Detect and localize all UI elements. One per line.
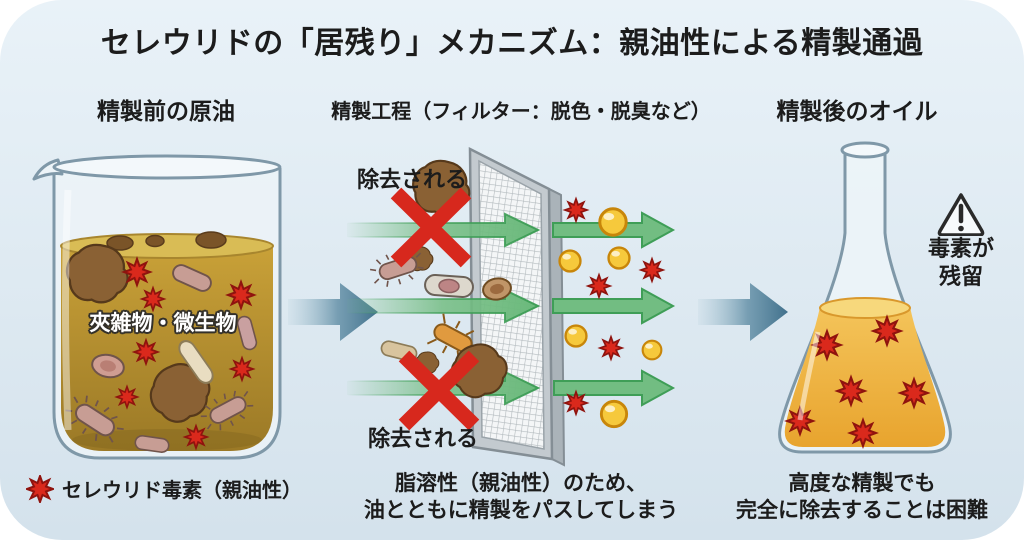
removed-label-bottom: 除去される	[368, 427, 479, 452]
legend-toxin-label: セレウリド毒素（親油性）	[62, 478, 302, 502]
warning-text-line2: 残留	[938, 265, 983, 290]
flow-arrow-icon	[698, 283, 788, 341]
oil-droplet-icon	[558, 249, 582, 273]
flask-rim	[840, 141, 890, 159]
toxin-star-icon	[849, 419, 877, 447]
beaker-crude-oil	[32, 154, 282, 460]
toxin-star-icon	[115, 385, 139, 409]
process-caption-line2: 油とともに精製をパスしてしまう	[363, 498, 679, 522]
pass-arrow-icon	[346, 211, 676, 407]
header-before-refining: 精製前の原油	[97, 99, 235, 125]
warning-triangle-icon	[937, 193, 985, 236]
result-caption-line2: 完全に除去することは困難	[736, 498, 988, 522]
oil-droplet-icon	[607, 246, 631, 270]
blocked-x-icon	[398, 350, 480, 431]
header-refining-process: 精製工程（フィルター：脱色・脱臭など）	[331, 99, 711, 123]
toxin-star-icon	[184, 425, 208, 449]
legend: セレウリド毒素（親油性）	[26, 474, 302, 503]
bacteria-icon	[482, 277, 512, 301]
impurity-blob-icon	[145, 234, 165, 248]
page-title: セレウリドの「居残り」メカニズム：親油性による精製通過	[100, 26, 924, 61]
warning-text-line1: 毒素が	[927, 237, 994, 262]
toxin-star-icon	[640, 258, 664, 282]
toxin-star-icon	[123, 258, 151, 286]
impurity-blob-icon	[195, 231, 227, 249]
toxin-star-icon	[564, 198, 588, 222]
liquid-surface	[819, 297, 911, 319]
oil-droplet-icon	[564, 324, 588, 348]
oil-droplet-icon	[641, 339, 663, 361]
removed-label-top: 除去される	[357, 168, 468, 193]
toxin-star-icon	[899, 378, 929, 408]
beaker-rim	[52, 154, 282, 180]
impurity-blob-icon	[106, 235, 134, 251]
toxin-star-icon	[599, 336, 623, 360]
warning-note: 毒素が 残留	[916, 190, 1006, 292]
toxin-star-icon	[587, 274, 611, 298]
blocked-x-icon	[390, 187, 472, 268]
process-caption-line1: 脂溶性（親油性）のため、	[395, 471, 647, 495]
toxin-star-icon	[133, 339, 159, 365]
oil-droplet-icon	[599, 399, 629, 429]
toxin-star-icon	[227, 281, 255, 309]
toxin-star-icon	[230, 357, 254, 381]
toxin-star-icon	[564, 391, 588, 415]
header-after-refining: 精製後のオイル	[776, 99, 938, 125]
oil-droplet-icon	[598, 207, 628, 237]
bacteria-icon	[91, 353, 125, 379]
bacteria-icon	[424, 274, 474, 298]
toxin-star-icon	[872, 316, 902, 346]
flask-refined-oil	[778, 141, 952, 454]
toxin-star-icon	[836, 376, 866, 406]
blocked-impurities	[366, 152, 513, 403]
toxin-star-icon	[26, 474, 54, 503]
beaker-contents-label: 夾雑物・微生物	[89, 311, 237, 335]
result-caption-line1: 高度な精製でも	[788, 471, 936, 495]
